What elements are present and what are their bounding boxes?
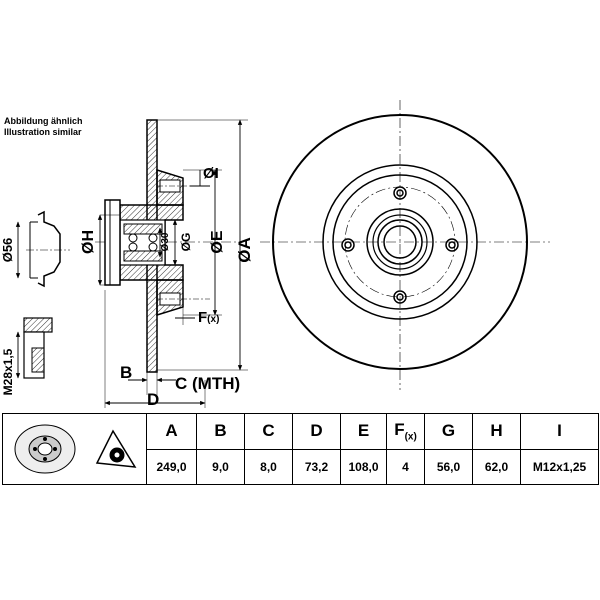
spec-table: A B C D E F(x) G H I 249,0 9,0 8,0 73,2 … bbox=[2, 413, 599, 485]
header-a: A bbox=[146, 413, 197, 450]
dim-label-i: ØI bbox=[203, 165, 219, 182]
bolt-hole bbox=[341, 238, 355, 252]
header-h: H bbox=[472, 413, 521, 450]
dim-label-h: ØH bbox=[80, 230, 97, 254]
spec-value-row: 249,0 9,0 8,0 73,2 108,0 4 56,0 62,0 M12… bbox=[3, 448, 599, 485]
dim-label-b: B bbox=[120, 363, 132, 382]
friction-ring-inner-circle bbox=[322, 164, 478, 320]
dim-label-thread: M28x1,5 bbox=[1, 348, 15, 395]
hat-circle bbox=[332, 174, 468, 310]
value-h: 62,0 bbox=[472, 448, 521, 485]
front-view bbox=[260, 100, 550, 390]
dim-label-g: ØG bbox=[179, 233, 193, 252]
dim-label-d: D bbox=[147, 390, 159, 409]
dim-label-56: Ø56 bbox=[0, 238, 15, 263]
dim-label-a: ØA bbox=[235, 237, 254, 263]
header-f-suffix: (x) bbox=[404, 431, 417, 443]
header-i: I bbox=[520, 413, 599, 450]
note-line-english: Illustration similar bbox=[4, 127, 82, 137]
dim-label-f-suffix: (x) bbox=[207, 314, 219, 325]
bolt-hole bbox=[393, 186, 407, 200]
header-g: G bbox=[424, 413, 473, 450]
value-b: 9,0 bbox=[196, 448, 245, 485]
dimension-lines bbox=[15, 119, 248, 408]
warning-wheel-icon bbox=[95, 428, 136, 468]
dimension-text: ØA ØE ØG Ø30 ØH ØI Ø56 M28x1,5 B C (MTH)… bbox=[0, 165, 254, 409]
header-f: F(x) bbox=[386, 413, 425, 450]
dim-label-f: F(x) bbox=[198, 309, 219, 326]
dim-label-e: ØE bbox=[209, 230, 226, 253]
hub-outer-circle bbox=[366, 208, 434, 276]
note-line-german: Abbildung ähnlich bbox=[4, 116, 83, 126]
bolt-hole bbox=[393, 290, 407, 304]
bolt-hole bbox=[445, 238, 459, 252]
dim-label-c: C (MTH) bbox=[175, 374, 240, 393]
center-bore-circle bbox=[383, 225, 417, 259]
bolt-holes bbox=[341, 186, 459, 304]
thumbnail-cell bbox=[2, 413, 147, 485]
disc-outer-circle bbox=[272, 114, 528, 370]
header-e: E bbox=[340, 413, 387, 450]
dim-label-bore-30: Ø30 bbox=[160, 232, 171, 251]
axle-nut-view bbox=[23, 317, 53, 379]
value-e: 108,0 bbox=[340, 448, 387, 485]
header-b: B bbox=[196, 413, 245, 450]
value-g: 56,0 bbox=[424, 448, 473, 485]
value-a: 249,0 bbox=[146, 448, 197, 485]
dust-cap-view bbox=[26, 210, 70, 288]
spec-header-row: A B C D E F(x) G H I bbox=[2, 413, 599, 485]
illustration-note: Abbildung ähnlich Illustration similar bbox=[4, 116, 83, 138]
brake-disc-thumbnail-icon bbox=[14, 424, 75, 473]
header-c: C bbox=[244, 413, 293, 450]
value-i: M12x1,25 bbox=[520, 448, 599, 485]
value-c: 8,0 bbox=[244, 448, 293, 485]
value-f: 4 bbox=[386, 448, 425, 485]
value-d: 73,2 bbox=[292, 448, 341, 485]
side-section bbox=[95, 119, 240, 373]
header-d: D bbox=[292, 413, 341, 450]
